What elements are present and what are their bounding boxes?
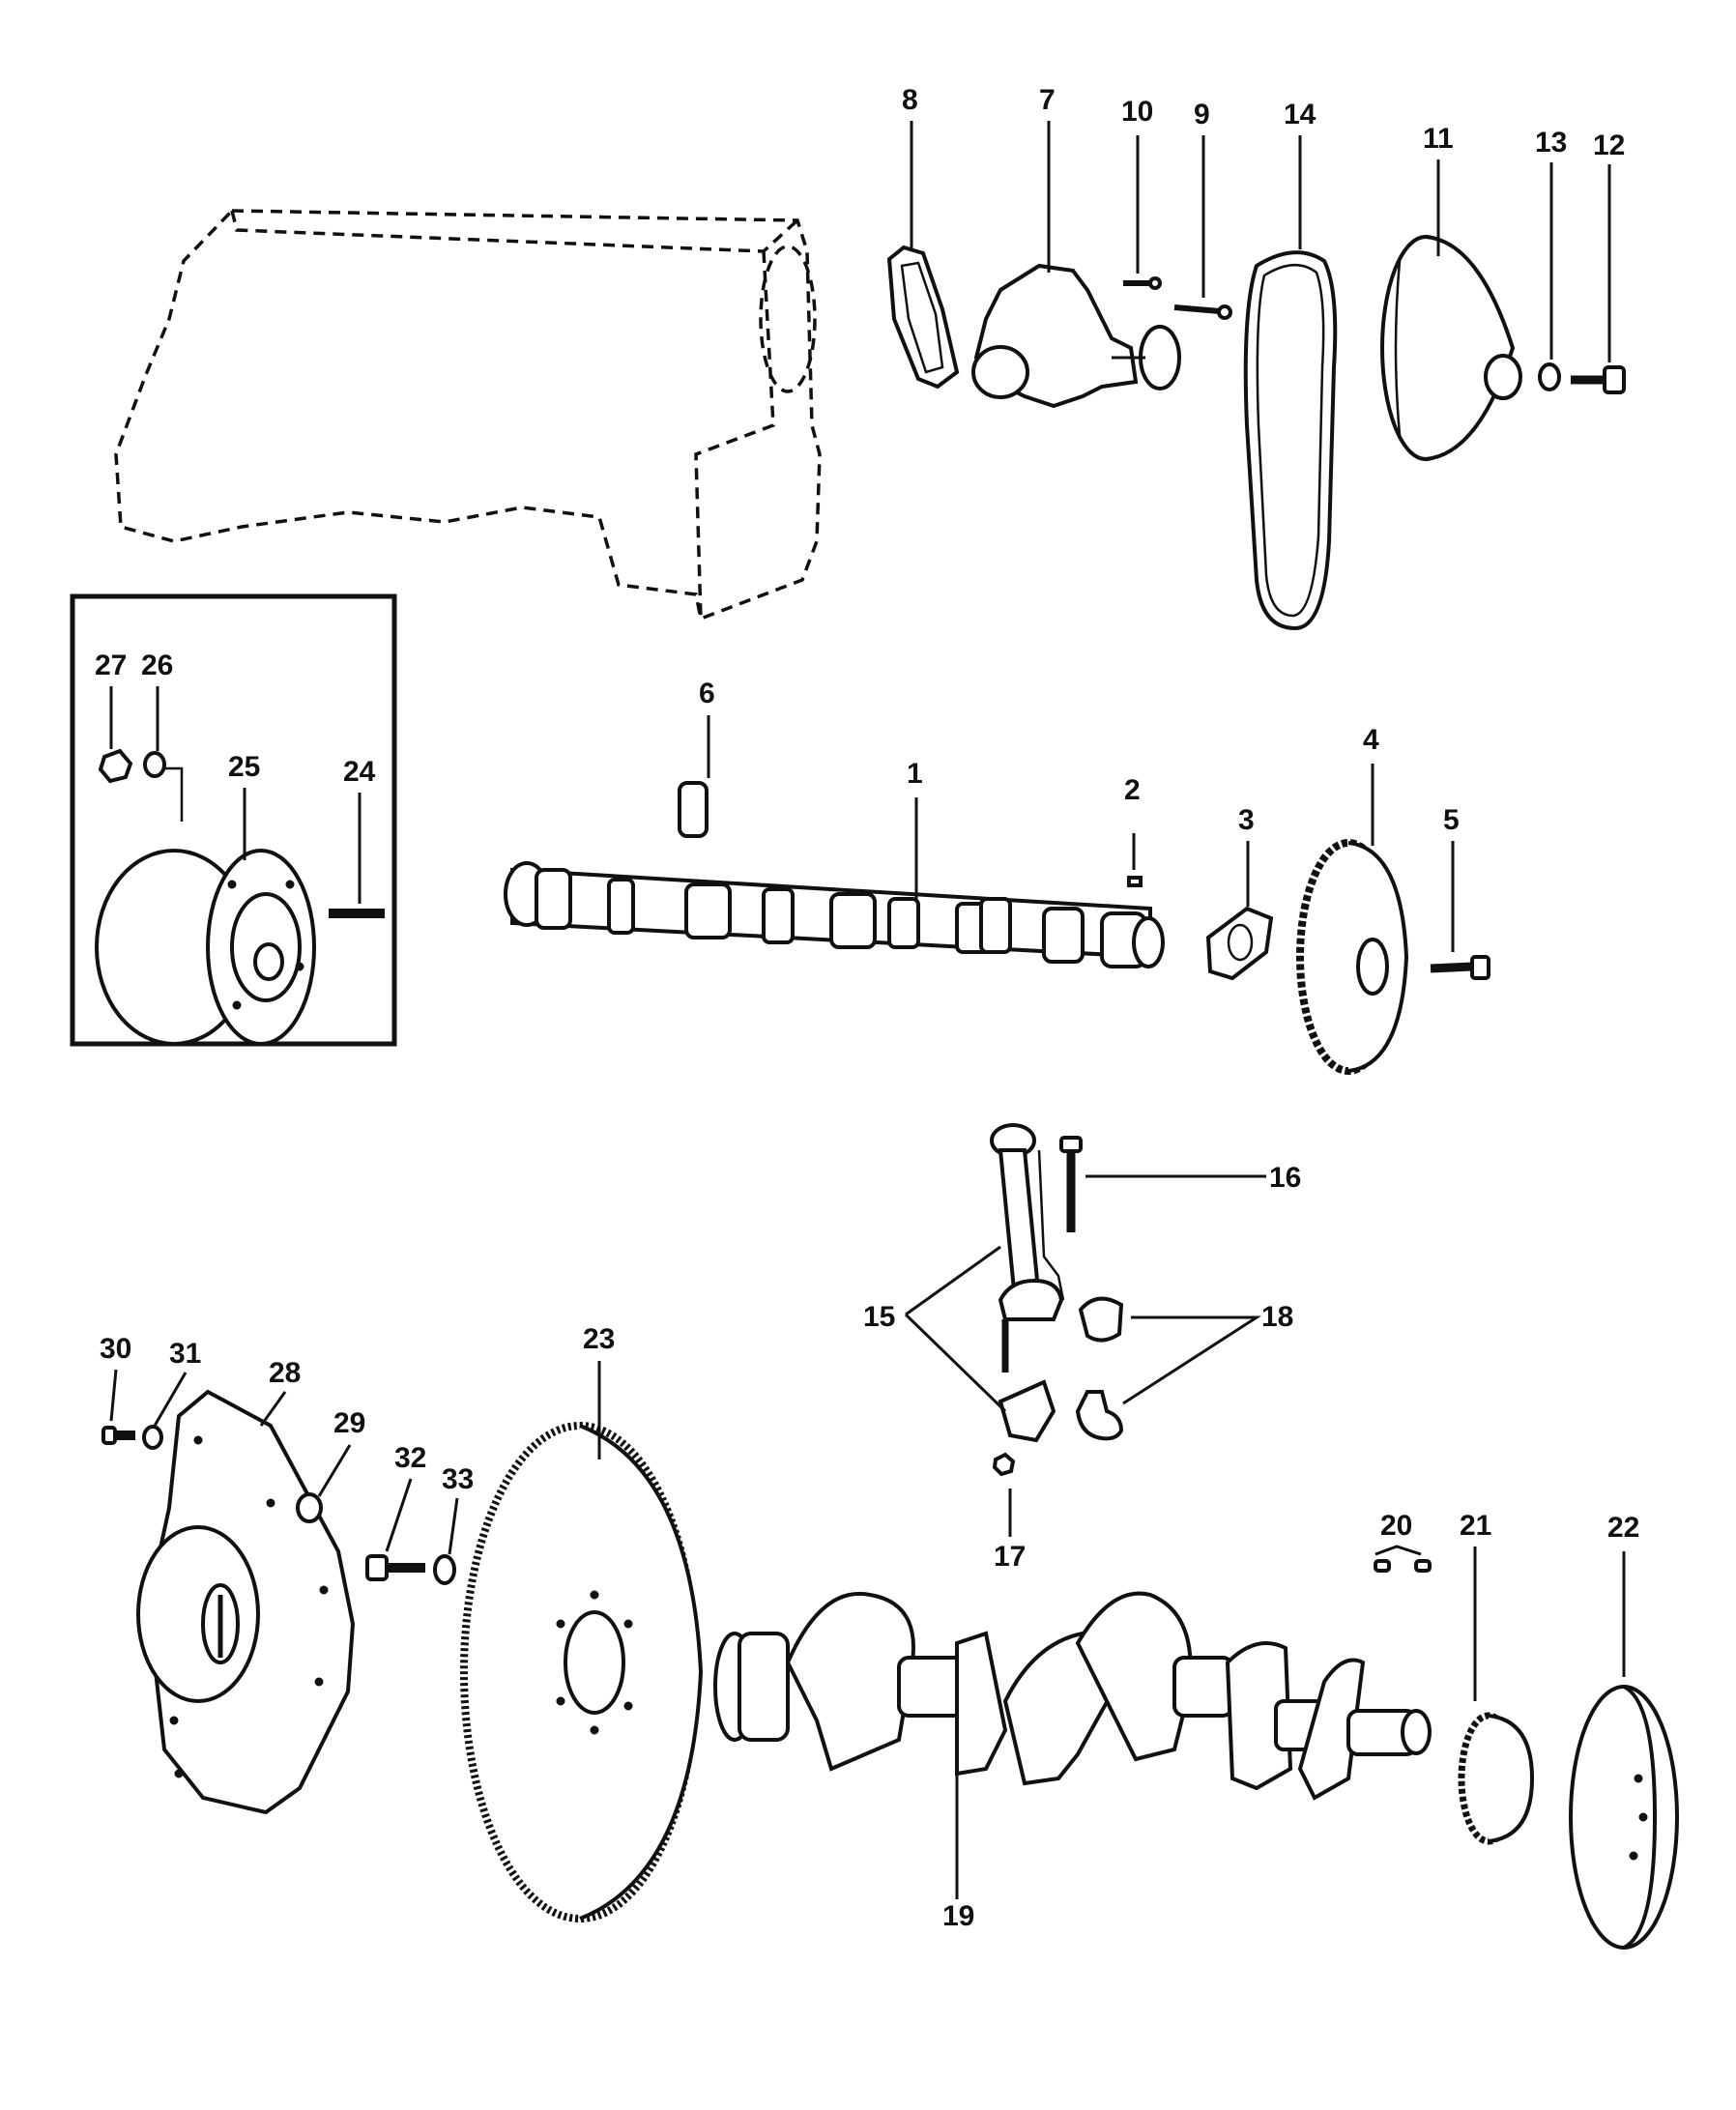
crankshaft-pulley — [1569, 1685, 1679, 1950]
camshaft-gear — [1296, 839, 1409, 1075]
camshaft — [504, 861, 1165, 968]
callout-27: 27 — [95, 650, 127, 681]
callout-labels: 8 7 10 9 14 11 13 12 27 26 25 24 6 1 2 3… — [95, 84, 1639, 1932]
drive-coupler-hub — [95, 766, 316, 1046]
callout-24: 24 — [343, 756, 376, 788]
nut — [98, 748, 133, 784]
washer-31 — [142, 1425, 163, 1450]
rod-nut — [992, 1452, 1016, 1477]
callout-18: 18 — [1261, 1301, 1293, 1333]
callout-1: 1 — [907, 758, 923, 790]
crankshaft-keys — [1374, 1559, 1432, 1573]
leader-lines — [109, 121, 1626, 1899]
callout-28: 28 — [269, 1357, 301, 1389]
woodruff-key — [1127, 876, 1143, 887]
camshaft-gear-bolt — [1430, 955, 1490, 980]
callout-8: 8 — [902, 84, 918, 116]
callout-4: 4 — [1363, 724, 1379, 756]
callout-7: 7 — [1039, 84, 1056, 116]
callout-20: 20 — [1380, 1510, 1412, 1542]
bolt-30 — [101, 1426, 135, 1445]
callout-11: 11 — [1423, 123, 1454, 155]
callout-32: 32 — [394, 1442, 426, 1474]
thrust-plate — [1205, 906, 1274, 981]
callout-5: 5 — [1443, 804, 1460, 836]
crankshaft — [713, 1591, 1432, 1801]
distributor-drive-bushing — [678, 781, 709, 838]
rod-bearing-lower — [1075, 1390, 1124, 1441]
water-pump-bolt-long — [1173, 304, 1232, 320]
connecting-rod — [990, 1123, 1065, 1443]
lock-washer-26 — [143, 751, 166, 778]
callout-6: 6 — [699, 678, 715, 709]
callout-21: 21 — [1460, 1510, 1491, 1542]
water-pump-bolt-short — [1123, 276, 1162, 290]
crankshaft-gear — [1458, 1712, 1535, 1845]
dowel-pin-29 — [296, 1492, 323, 1523]
bolt-32 — [365, 1554, 425, 1581]
pulley-bolt — [1571, 365, 1626, 394]
rod-bolt — [1059, 1136, 1083, 1232]
callout-9: 9 — [1194, 99, 1210, 130]
drive-belt — [1243, 250, 1338, 631]
callout-2: 2 — [1124, 774, 1141, 806]
callout-3: 3 — [1238, 804, 1255, 836]
water-pump-pulley — [1380, 235, 1522, 461]
flywheel — [460, 1422, 704, 1922]
callout-14: 14 — [1284, 99, 1316, 130]
callout-25: 25 — [228, 751, 260, 783]
callout-17: 17 — [994, 1541, 1026, 1573]
washer-33 — [433, 1554, 456, 1585]
inset-frame — [70, 593, 397, 1047]
pulley-lock-washer — [1538, 362, 1561, 391]
water-pump-gasket — [886, 245, 960, 390]
engine-block-outline — [114, 209, 822, 621]
callout-33: 33 — [442, 1463, 474, 1495]
callout-16: 16 — [1269, 1162, 1301, 1194]
callout-10: 10 — [1121, 96, 1153, 128]
callout-31: 31 — [169, 1338, 201, 1370]
callout-30: 30 — [100, 1333, 131, 1365]
rod-bearing-upper — [1078, 1296, 1124, 1343]
callout-26: 26 — [141, 650, 173, 681]
callout-23: 23 — [583, 1323, 615, 1355]
callout-19: 19 — [942, 1900, 974, 1932]
callout-29: 29 — [333, 1407, 365, 1439]
callout-13: 13 — [1535, 127, 1567, 159]
callout-12: 12 — [1593, 130, 1625, 161]
callout-15: 15 — [863, 1301, 895, 1333]
water-pump — [971, 263, 1181, 409]
callout-22: 22 — [1607, 1512, 1639, 1544]
flywheel-housing-plate — [136, 1389, 356, 1815]
